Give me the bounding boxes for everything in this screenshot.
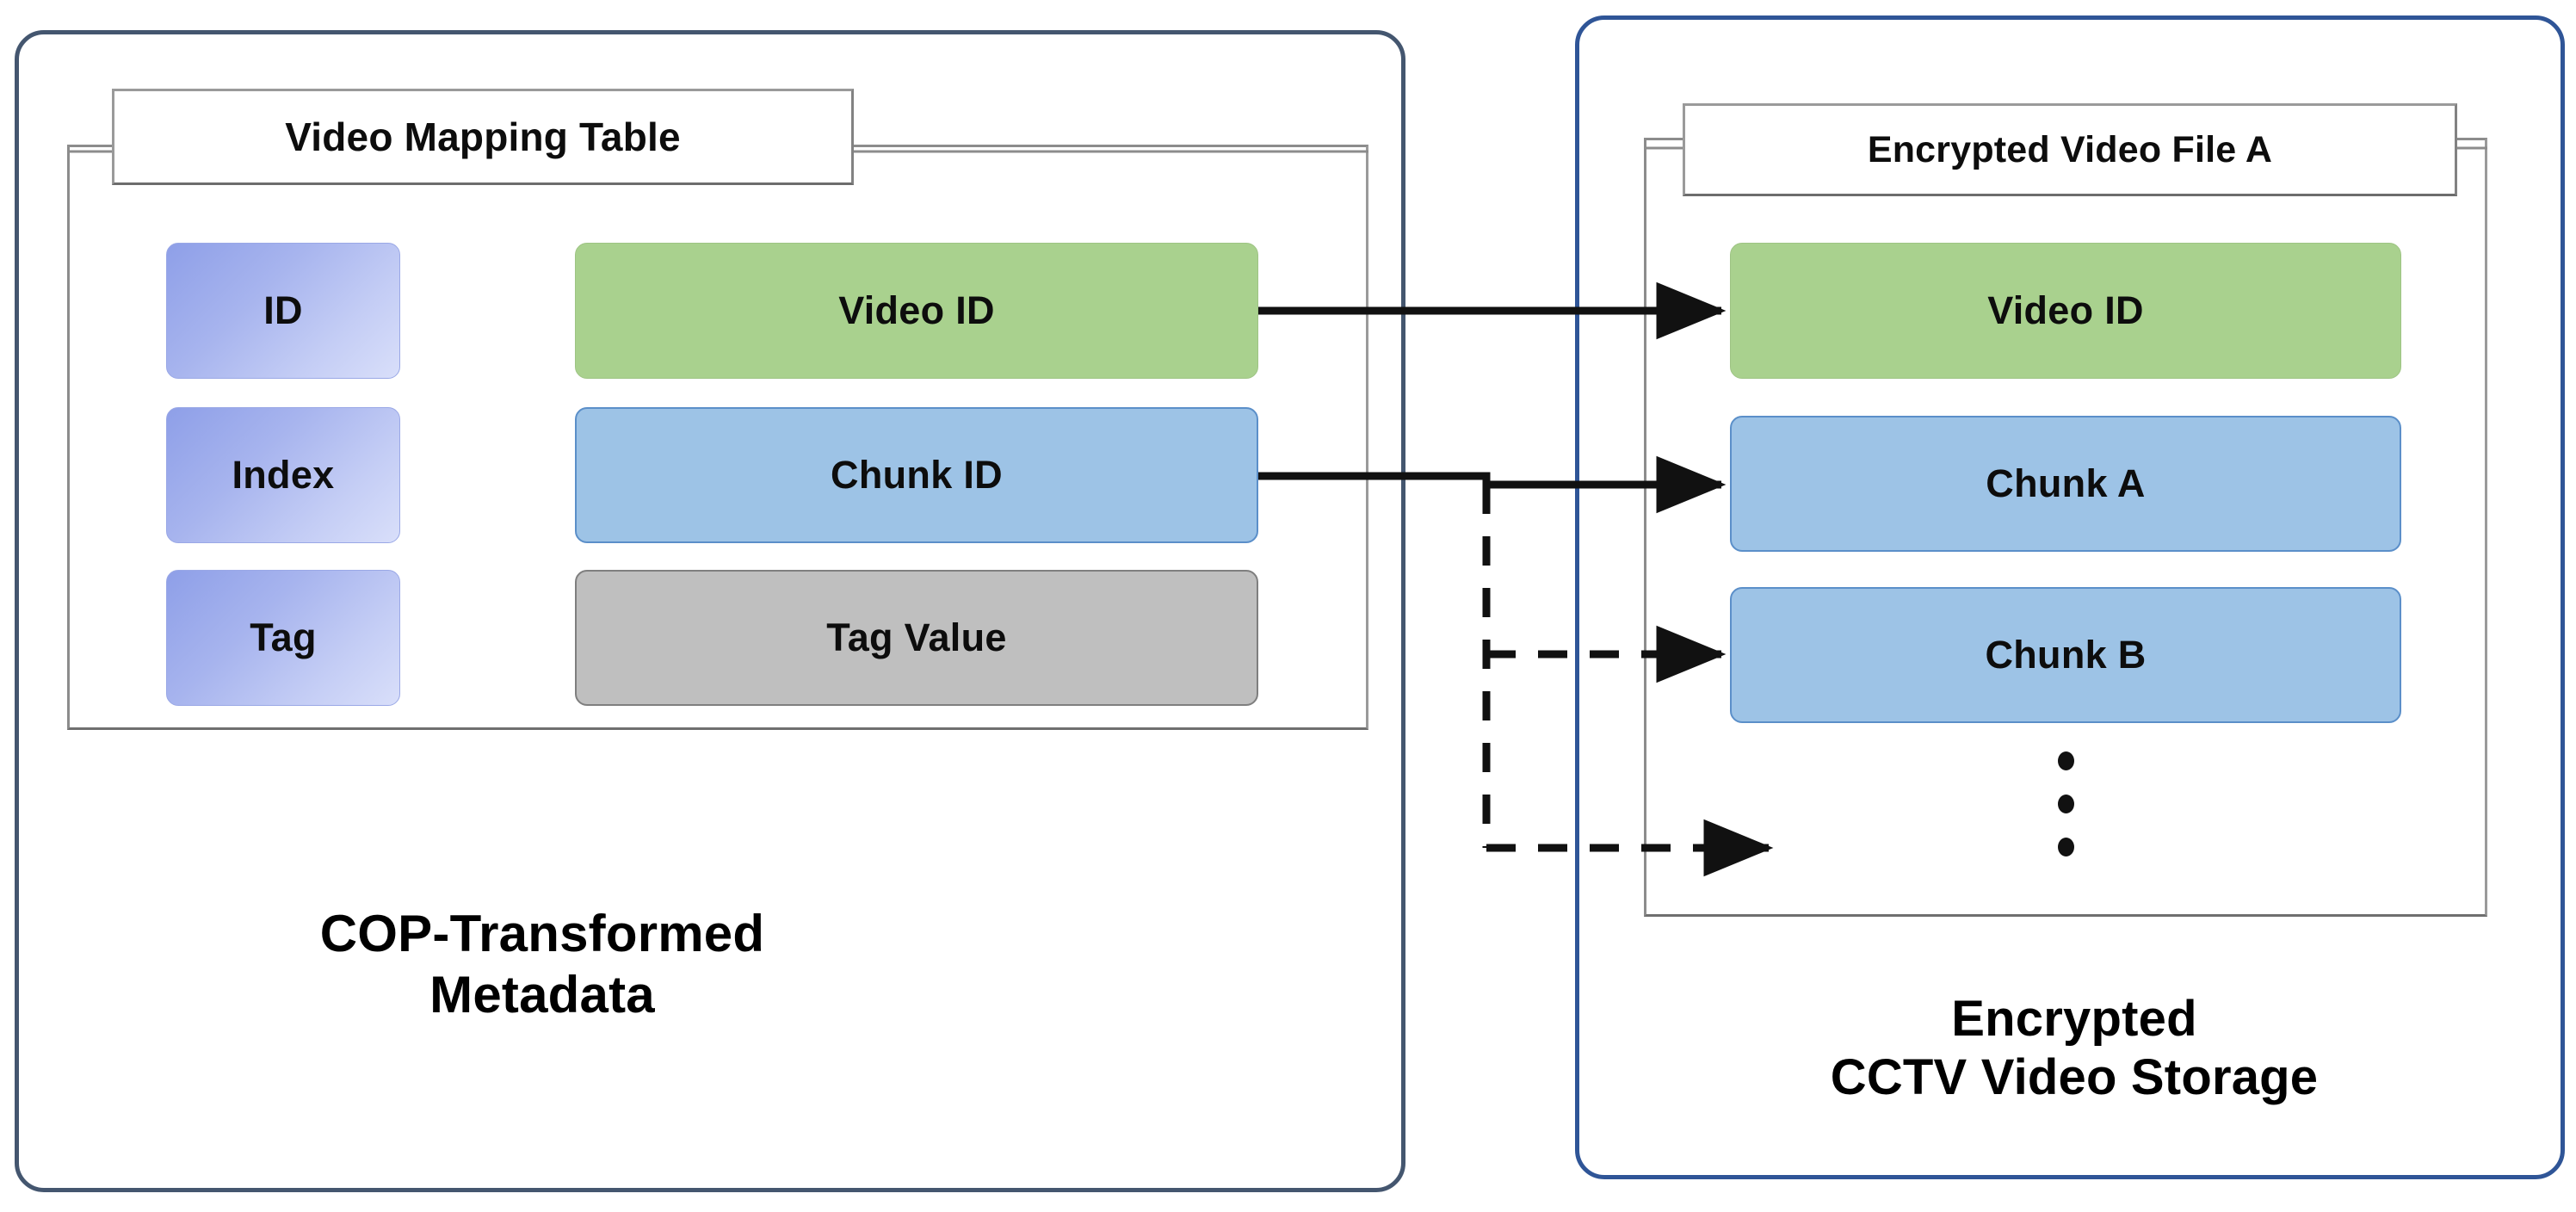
- left-panel-caption-line2: Metadata: [429, 965, 655, 1023]
- right-panel-caption-line2: CCTV Video Storage: [1830, 1049, 2319, 1106]
- video-mapping-table-title: Video Mapping Table: [112, 89, 854, 185]
- vertical-ellipsis-icon: [2047, 751, 2085, 856]
- right-panel-caption-line1: Encrypted: [1951, 991, 2197, 1047]
- field-key-index: Index: [166, 407, 400, 543]
- right-panel-caption: Encrypted CCTV Video Storage: [1618, 990, 2530, 1108]
- field-key-tag: Tag: [166, 570, 400, 706]
- left-panel-caption: COP-Transformed Metadata: [112, 904, 973, 1026]
- storage-item-video-id: Video ID: [1730, 243, 2401, 379]
- field-value-video-id: Video ID: [575, 243, 1258, 379]
- left-panel-caption-line1: COP-Transformed: [319, 905, 765, 962]
- storage-item-chunk-a: Chunk A: [1730, 416, 2401, 552]
- encrypted-video-file-title: Encrypted Video File A: [1683, 103, 2457, 196]
- field-key-id: ID: [166, 243, 400, 379]
- field-value-tag-value: Tag Value: [575, 570, 1258, 706]
- storage-item-chunk-b: Chunk B: [1730, 587, 2401, 723]
- field-value-chunk-id: Chunk ID: [575, 407, 1258, 543]
